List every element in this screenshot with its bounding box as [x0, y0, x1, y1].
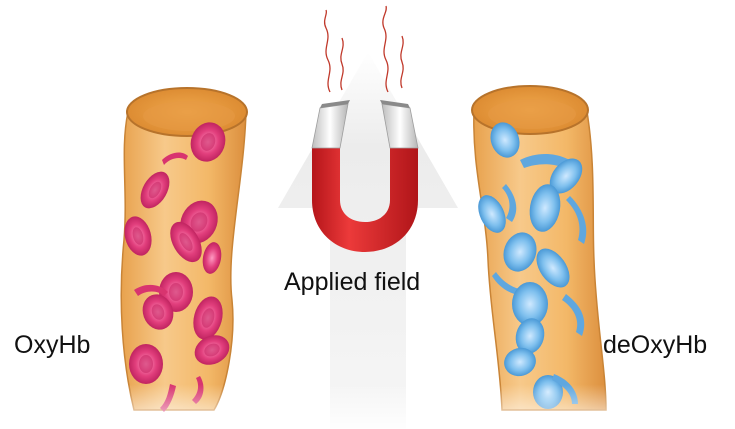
oxyhb-label: OxyHb	[14, 333, 90, 358]
applied-field-label: Applied field	[284, 270, 420, 295]
deoxyhb-label: deOxyHb	[603, 333, 707, 358]
bottom-fade	[110, 330, 620, 429]
